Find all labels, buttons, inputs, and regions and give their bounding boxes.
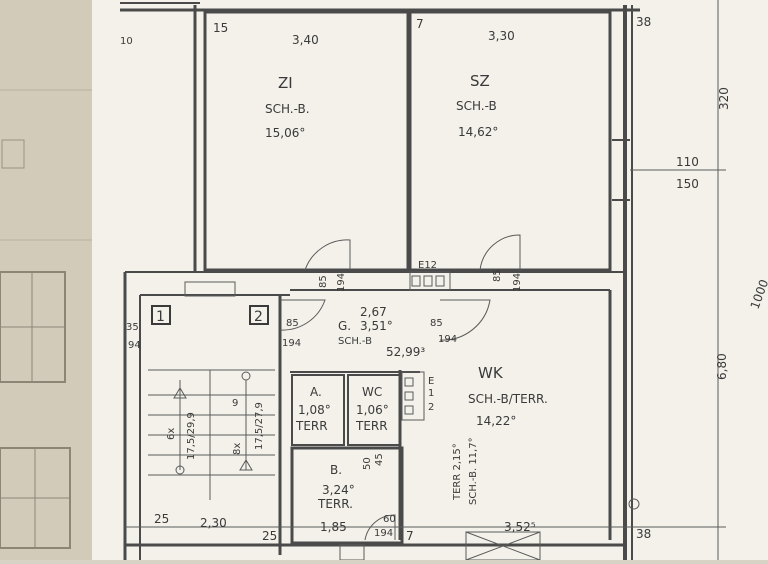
dim-bottom-25a: 25 bbox=[154, 512, 169, 526]
room-zi-floor: SCH.-B. bbox=[265, 102, 310, 116]
dim-stair-steps-b: 8x bbox=[232, 443, 243, 455]
door-swings bbox=[279, 234, 521, 541]
room-sz-name: SZ bbox=[470, 72, 490, 90]
dim-wc-45: 45 bbox=[374, 453, 385, 466]
dim-bottom-60: 60 bbox=[383, 514, 396, 525]
dim-bottom-194: 194 bbox=[374, 528, 393, 539]
room-wk-side-floor2: SCH.-B. 11,7° bbox=[468, 437, 479, 505]
room-b-area: 3,24° bbox=[322, 483, 355, 497]
marker-2: 2 bbox=[254, 309, 263, 325]
dim-bottom-352: 3,52⁵ bbox=[504, 520, 536, 534]
dim-stair-35: 35 bbox=[126, 322, 139, 333]
dim-right-110: 110 bbox=[676, 155, 699, 169]
dim-door-85-b: 85 bbox=[492, 269, 503, 282]
dim-left-10: 10 bbox=[120, 36, 133, 47]
dim-bottom-38: 38 bbox=[636, 527, 651, 541]
room-g-floor: SCH.-B bbox=[338, 336, 372, 347]
room-wk-name: WK bbox=[478, 364, 504, 382]
dim-top-left: 15 bbox=[213, 21, 228, 35]
room-sz-floor: SCH.-B bbox=[456, 99, 497, 113]
dim-duct-e12: E12 bbox=[418, 260, 437, 271]
dim-right-150: 150 bbox=[676, 177, 699, 191]
room-zi-area: 15,06° bbox=[265, 126, 305, 140]
paper-sheet bbox=[92, 0, 768, 560]
room-zi-name: ZI bbox=[278, 74, 293, 92]
dim-door-194-c: 194 bbox=[282, 338, 301, 349]
staircase bbox=[148, 369, 275, 500]
dim-door-194-b: 194 bbox=[512, 273, 523, 292]
dim-door-85-a: 85 bbox=[318, 275, 329, 288]
room-wc-area: 1,06° bbox=[356, 403, 389, 417]
kitchen-e: E bbox=[428, 376, 434, 387]
dim-door-194-d: 194 bbox=[438, 334, 457, 345]
room-g-dim-top: 2,67 bbox=[360, 305, 387, 319]
kitchen-1: 1 bbox=[428, 388, 434, 399]
dim-wc-50: 50 bbox=[362, 457, 373, 470]
dim-door-85-c: 85 bbox=[286, 318, 299, 329]
dim-stair-steps-a2: 17,5/29,9 bbox=[186, 412, 197, 460]
dim-stair-steps-a: 6x bbox=[166, 428, 177, 440]
room-wc-name: WC bbox=[362, 385, 382, 399]
dim-bottom-7: 7 bbox=[406, 529, 414, 543]
dim-bottom-230: 2,30 bbox=[200, 516, 227, 530]
dim-right-320: 320 bbox=[717, 87, 731, 110]
room-b-floor: TERR. bbox=[317, 497, 353, 511]
room-wc-floor: TERR bbox=[355, 419, 388, 433]
dim-top-7: 7 bbox=[416, 17, 424, 31]
room-a-area: 1,08° bbox=[298, 403, 331, 417]
dim-right-680: 6,80 bbox=[715, 353, 729, 380]
dim-stair-9: 9 bbox=[232, 398, 238, 409]
room-a-name: A. bbox=[310, 385, 322, 399]
dim-door-85-d: 85 bbox=[430, 318, 443, 329]
dim-bottom-185: 1,85 bbox=[320, 520, 347, 534]
dim-door-194-a: 194 bbox=[336, 273, 347, 292]
dim-top-38: 38 bbox=[636, 15, 651, 29]
room-wk-side-floor: TERR 2,15° bbox=[452, 443, 463, 501]
right-dimension-chain bbox=[628, 0, 726, 560]
room-b-name: B. bbox=[330, 463, 342, 477]
dim-stair-steps-b2: 17,5/27,9 bbox=[254, 402, 265, 450]
marker-1: 1 bbox=[156, 309, 165, 325]
room-wk-area: 14,22° bbox=[476, 414, 516, 428]
room-g-name: G. bbox=[338, 319, 351, 333]
dim-bottom-25b: 25 bbox=[262, 529, 277, 543]
room-sz-area: 14,62° bbox=[458, 125, 498, 139]
dim-top-sz: 3,30 bbox=[488, 29, 515, 43]
room-g-area: 3,51° bbox=[360, 319, 393, 333]
dim-stair-94: 94 bbox=[128, 340, 141, 351]
room-g-dim-bottom: 52,99³ bbox=[386, 345, 425, 359]
room-a-floor: TERR bbox=[295, 419, 328, 433]
kitchen-2: 2 bbox=[428, 402, 434, 413]
marker-boxes bbox=[151, 281, 269, 325]
dim-top-zi: 3,40 bbox=[292, 33, 319, 47]
walls bbox=[120, 2, 640, 561]
room-wk-floor: SCH.-B/TERR. bbox=[468, 392, 548, 406]
